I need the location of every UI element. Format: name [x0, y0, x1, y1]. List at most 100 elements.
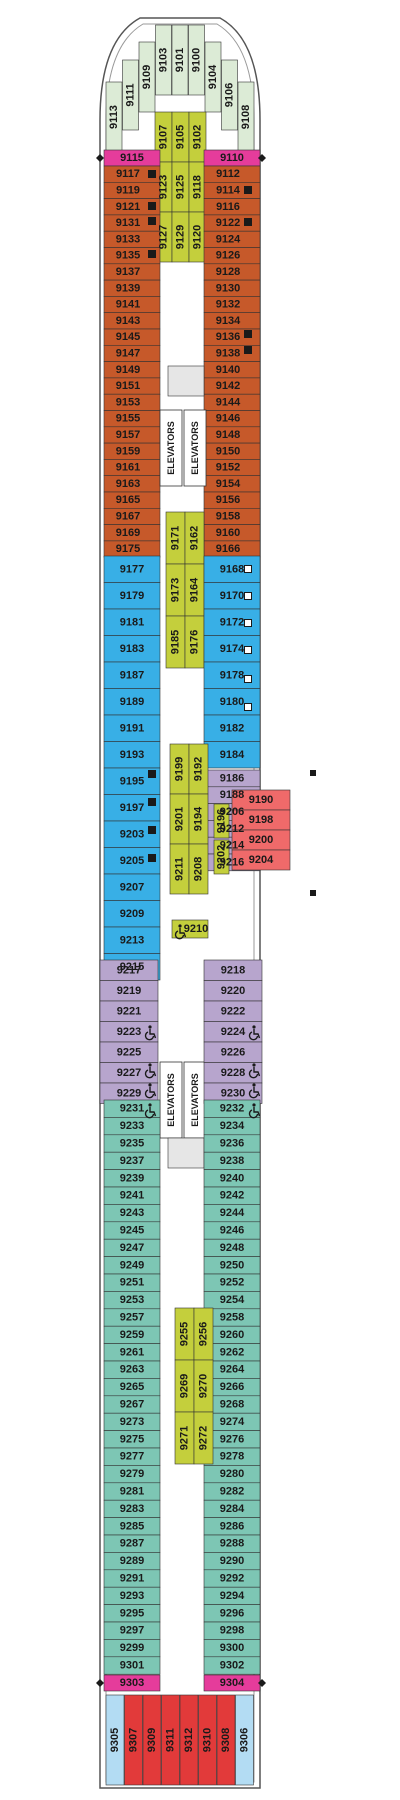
cabin-label: 9122: [216, 217, 240, 229]
cabin-label: 9153: [116, 396, 140, 408]
cabin-label: 9243: [120, 1207, 144, 1219]
cabin-label: 9271: [179, 1426, 191, 1450]
cabin-box: [198, 1694, 217, 1786]
elevators-label: ELEVATORS: [166, 1073, 176, 1127]
cabin-label: 9305: [109, 1728, 121, 1752]
cabin-9103: [155, 24, 172, 96]
cabin-label: 9308: [220, 1728, 232, 1752]
cabin-label: 9249: [120, 1259, 144, 1271]
cabin-box: [213, 803, 230, 839]
filled-square-icon: [244, 330, 252, 338]
cabin-box: [231, 849, 291, 871]
cabin-label: 9177: [120, 563, 144, 575]
cabin-label: 9211: [174, 857, 186, 881]
cabin-box: [204, 41, 222, 113]
elevator-box: [183, 409, 207, 487]
cabin-label: 9188: [220, 789, 244, 801]
cabin-label: 9135: [116, 250, 140, 262]
wheelchair-head: [148, 1025, 152, 1029]
cabin-label: 9283: [120, 1503, 144, 1515]
cabin-label: 9140: [216, 364, 240, 376]
cabin-label: 9106: [224, 83, 236, 107]
square-icon: [244, 646, 252, 654]
cabin-9191: [103, 714, 161, 742]
cabin-label: 9168: [220, 563, 244, 575]
cabin-label: 9198: [249, 814, 273, 826]
cabin-label: 9275: [120, 1433, 144, 1445]
cabin-label: 9152: [216, 462, 240, 474]
cabin-label: 9267: [120, 1399, 144, 1411]
cabin-label: 9210: [184, 923, 208, 935]
cabin-label: 9294: [220, 1590, 245, 1602]
cabin-label: 9245: [120, 1225, 144, 1237]
cabin-label: 9189: [120, 696, 144, 708]
cabin-label: 9230: [221, 1087, 245, 1099]
cabin-label: 9208: [193, 857, 205, 881]
cabin-label: 9298: [220, 1625, 244, 1637]
cabin-label: 9111: [125, 83, 137, 106]
cabin-label: 9258: [220, 1312, 244, 1324]
cabin-label: 9281: [120, 1486, 144, 1498]
wheelchair-wheel: [144, 1089, 155, 1099]
cabin-label: 9312: [183, 1728, 195, 1752]
cabin-box: [213, 839, 230, 875]
cabin-label: 9181: [120, 616, 144, 628]
wheelchair-head: [148, 1063, 152, 1067]
cabin-box: [103, 608, 161, 636]
cabin-label: 9183: [120, 643, 144, 655]
cabin-box: [103, 714, 161, 742]
cabin-label: 9266: [220, 1381, 244, 1393]
elevators-label: ELEVATORS: [166, 421, 176, 475]
cabin-label: 9237: [120, 1155, 144, 1167]
cabin-box: [103, 1656, 161, 1675]
cabin-label: 9282: [220, 1486, 244, 1498]
cabin-label: 9120: [192, 225, 204, 249]
cabin-label: 9127: [158, 225, 170, 249]
cabin-label: 9166: [216, 543, 240, 555]
cabin-9310: [198, 1694, 217, 1786]
cabin-label: 9100: [191, 48, 203, 72]
cabin-label: 9257: [120, 1312, 144, 1324]
cabin-label: 9165: [116, 494, 140, 506]
cabin-box: [124, 1694, 143, 1786]
cabin-label: 9157: [116, 429, 140, 441]
cabin-label: 9236: [220, 1138, 244, 1150]
cabin-label: 9293: [120, 1590, 144, 1602]
filled-square-icon: [148, 826, 156, 834]
cabin-9196: [213, 803, 230, 839]
cabin-label: 9311: [165, 1728, 177, 1752]
cabin-label: 9213: [120, 934, 144, 946]
wheelchair-wheel: [248, 1069, 259, 1079]
cabin-label: 9259: [120, 1329, 144, 1341]
diamond-icon: [96, 1679, 104, 1687]
cabin-box: [138, 41, 156, 113]
cabin-9101: [171, 24, 189, 96]
cabin-label: 9108: [240, 105, 252, 129]
wheelchair-wheel: [248, 1089, 259, 1099]
cabin-9109: [138, 41, 156, 113]
cabin-label: 9218: [221, 964, 245, 976]
cabin-label: 9141: [116, 299, 140, 311]
cabin-9187: [103, 661, 161, 689]
cabin-9302: [203, 1656, 261, 1675]
cabin-label: 9185: [170, 630, 182, 654]
cabin-label: 9155: [116, 413, 140, 425]
wheelchair-head: [252, 1025, 256, 1029]
cabin-label: 9240: [220, 1172, 244, 1184]
wheelchair-head: [252, 1063, 256, 1067]
wheelchair-wheel: [144, 1069, 155, 1079]
cabin-label: 9125: [175, 175, 187, 199]
cabin-9181: [103, 608, 161, 636]
wheelchair-frame: [149, 1107, 157, 1117]
filled-square-icon: [244, 346, 252, 354]
cabin-label: 9194: [193, 806, 205, 831]
filled-square-icon: [148, 202, 156, 210]
wheelchair-frame: [253, 1087, 261, 1097]
cabin-label: 9207: [120, 881, 144, 893]
cabin-box: [221, 59, 238, 131]
cabin-box: [193, 1411, 214, 1465]
cabin-label: 9239: [120, 1172, 144, 1184]
cabin-9179: [103, 582, 161, 610]
cabin-label: 9287: [120, 1538, 144, 1550]
cabin-label: 9217: [117, 964, 141, 976]
